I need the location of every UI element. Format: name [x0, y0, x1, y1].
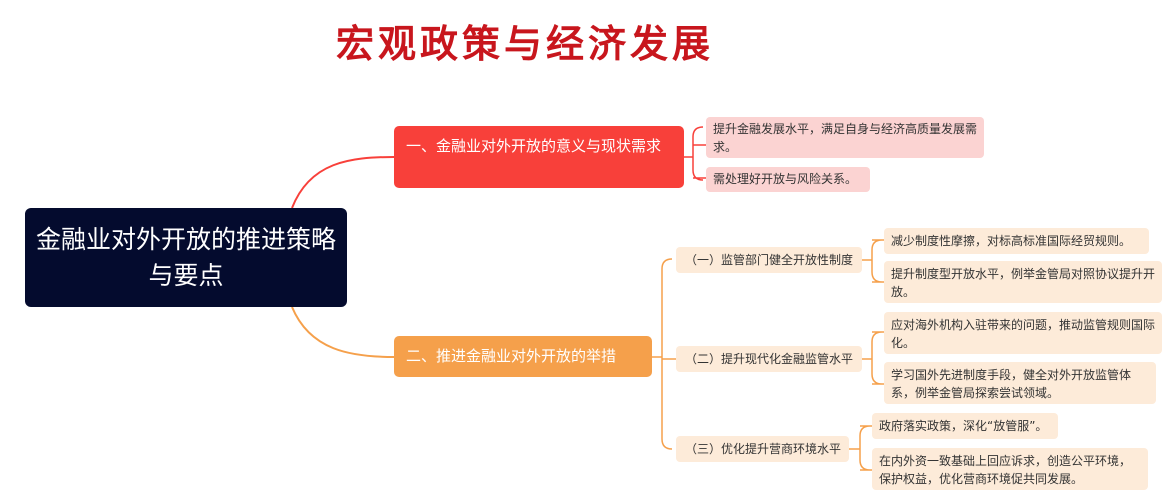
leaf-node-1-1[interactable]: 提升金融发展水平，满足自身与经济高质量发展需求。 — [706, 117, 984, 158]
link-sub2-leaves — [862, 331, 884, 385]
root-node[interactable]: 金融业对外开放的推进策略与要点 — [25, 208, 347, 307]
link-sub3-leaves — [849, 425, 872, 471]
link-branch2-subs — [652, 258, 676, 450]
link-root-branch1 — [291, 156, 395, 209]
link-branch1-leaves — [684, 126, 706, 181]
branch-node-1[interactable]: 一、金融业对外开放的意义与现状需求 — [394, 126, 684, 188]
sub-node-2-2[interactable]: （二）提升现代化金融监管水平 — [676, 346, 862, 372]
leaf-node-2-1-2[interactable]: 提升制度型开放水平，例举金管局对照协议提升开放。 — [884, 261, 1162, 303]
leaf-node-2-3-1[interactable]: 政府落实政策，深化“放管服”。 — [872, 413, 1058, 439]
link-sub1-leaves — [862, 239, 884, 283]
leaf-node-2-1-1[interactable]: 减少制度性摩擦，对标高标准国际经贸规则。 — [884, 228, 1149, 254]
link-root-branch2 — [291, 306, 395, 358]
sub-node-2-3[interactable]: （三）优化提升营商环境水平 — [676, 436, 849, 462]
branch-node-2[interactable]: 二、推进金融业对外开放的举措 — [394, 336, 652, 377]
page-title: 宏观政策与经济发展 — [335, 21, 714, 66]
leaf-node-2-3-2[interactable]: 在内外资一致基础上回应诉求，创造公平环境，保护权益，优化营商环境促共同发展。 — [872, 448, 1148, 490]
leaf-node-2-2-1[interactable]: 应对海外机构入驻带来的问题，推动监管规则国际化。 — [884, 312, 1162, 354]
leaf-node-1-2[interactable]: 需处理好开放与风险关系。 — [706, 167, 870, 192]
sub-node-2-1[interactable]: （一）监管部门健全开放性制度 — [676, 247, 862, 273]
leaf-node-2-2-2[interactable]: 学习国外先进制度手段，健全对外开放监管体系，例举金管局探索尝试领域。 — [884, 362, 1156, 404]
